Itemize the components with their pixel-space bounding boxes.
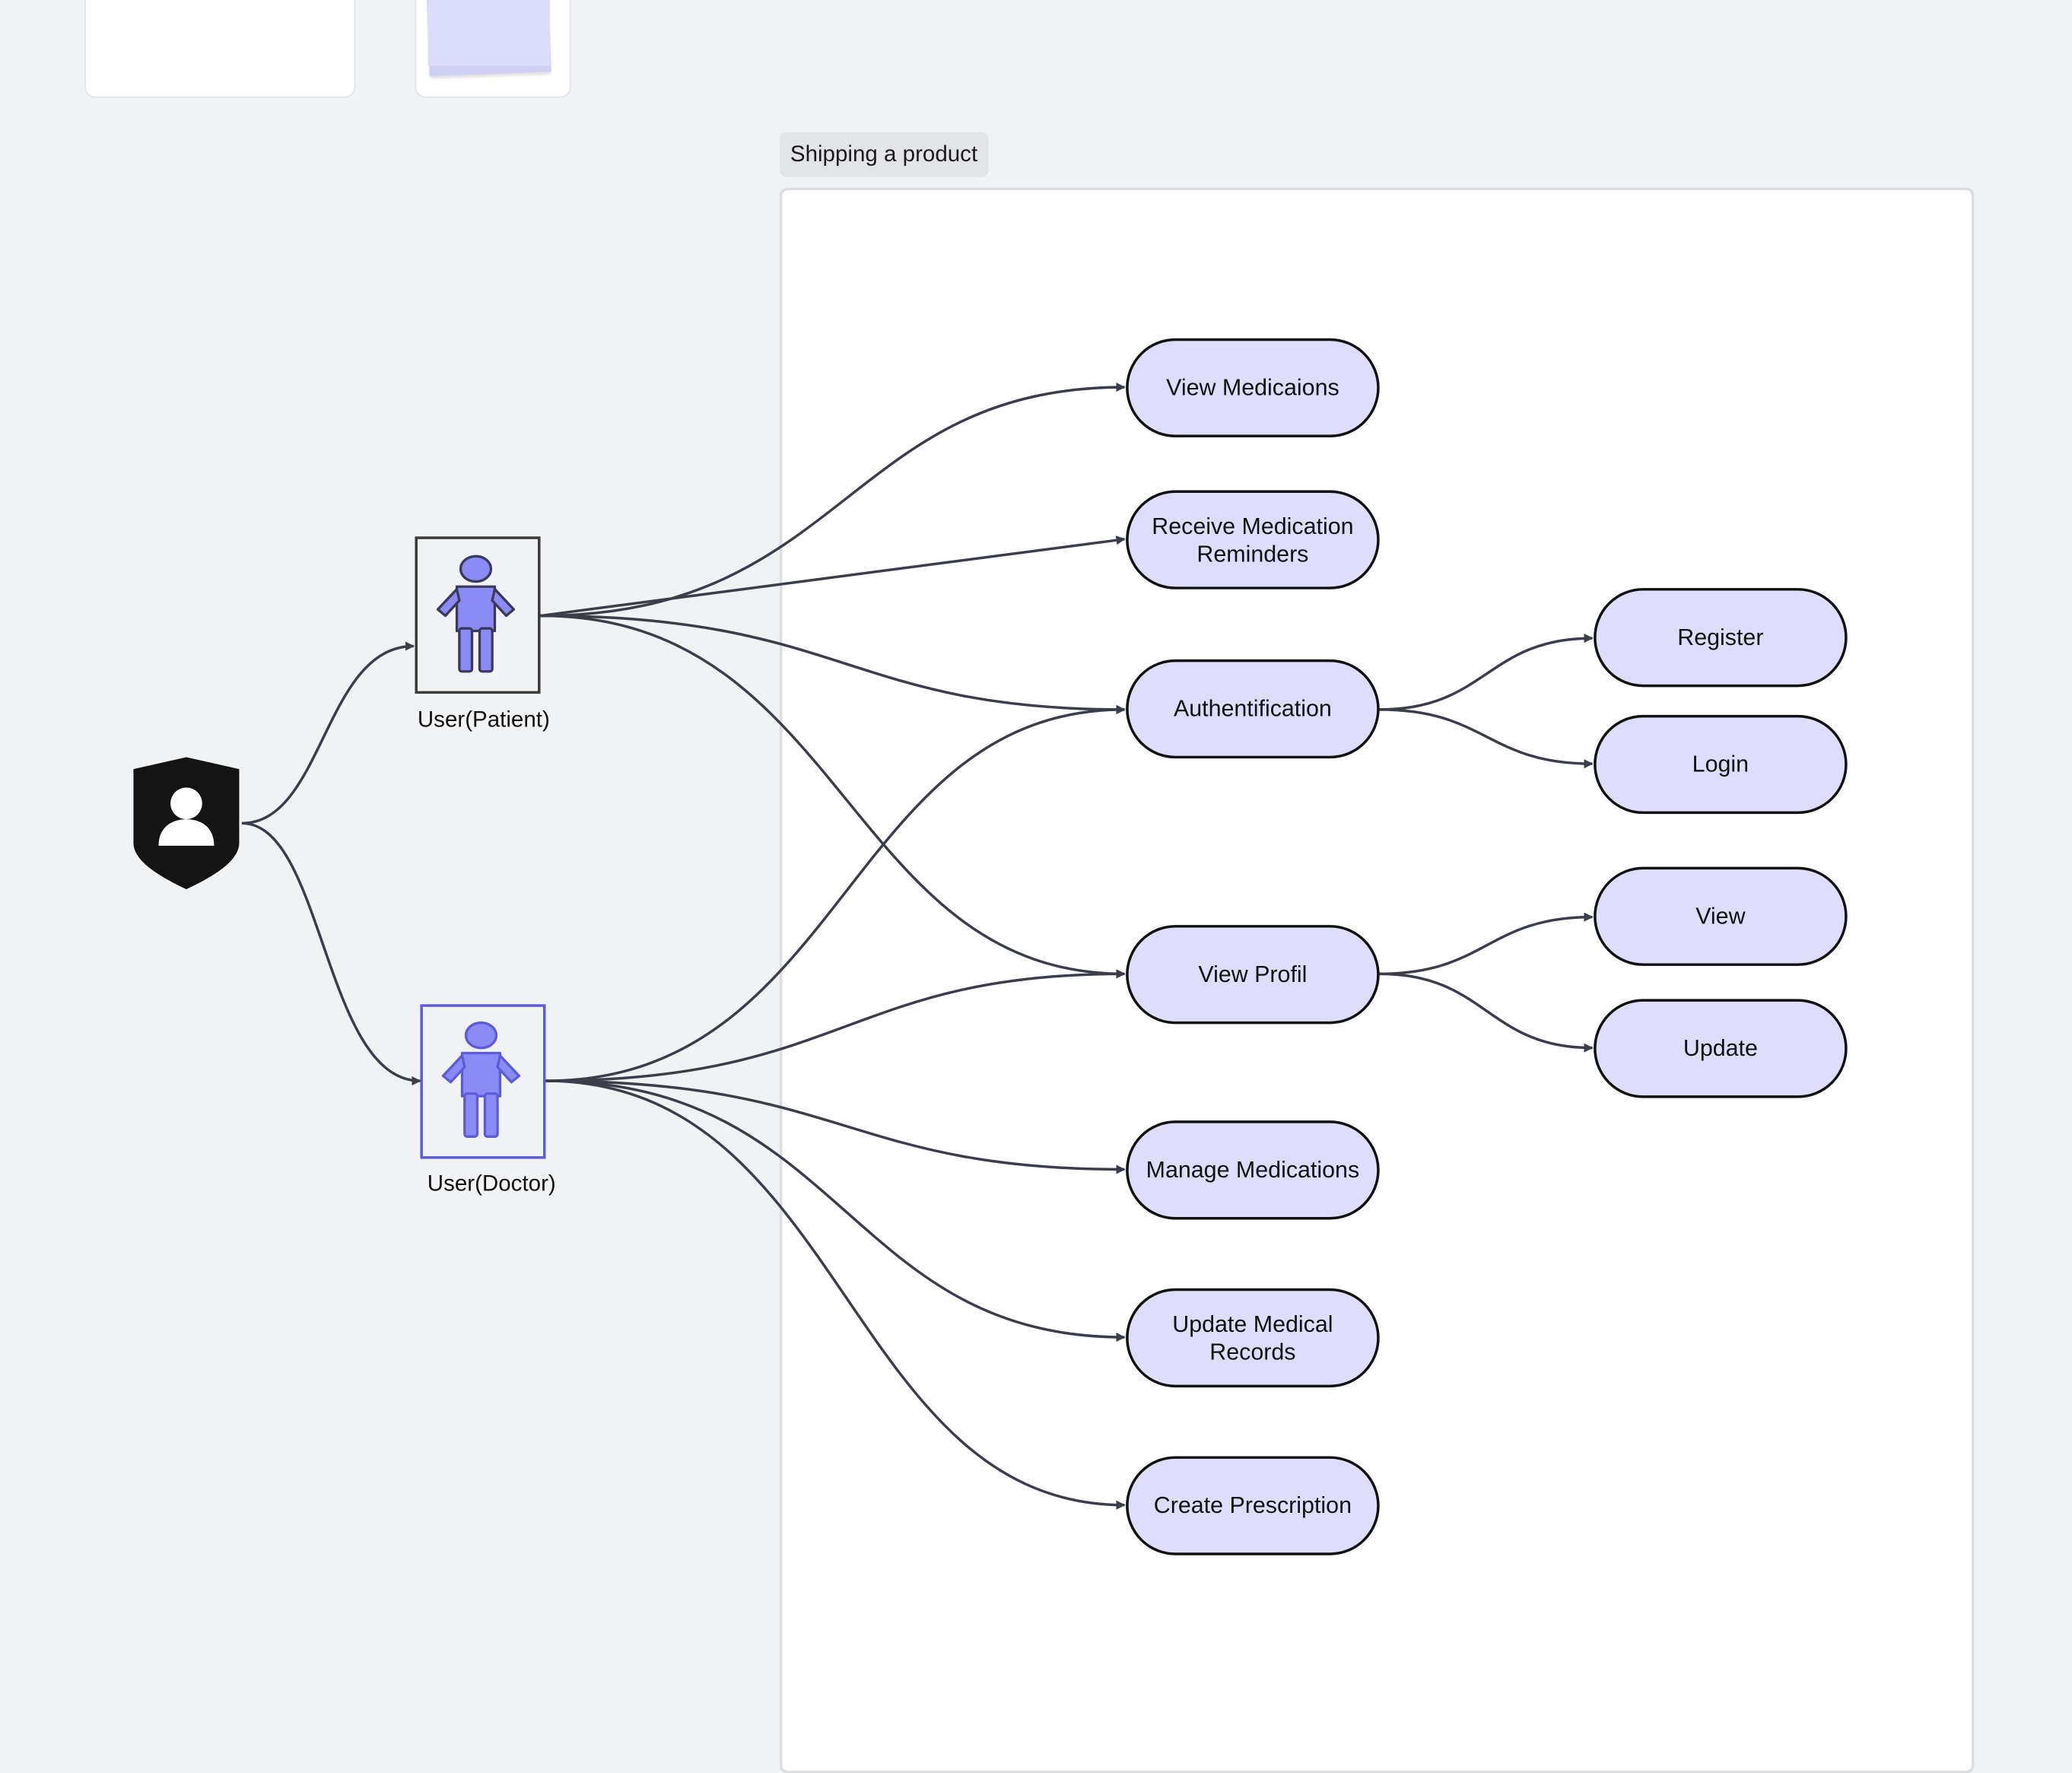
usecase-authentification[interactable]: Authentification bbox=[1126, 659, 1380, 759]
usecase-view-profil[interactable]: View Profil bbox=[1126, 925, 1380, 1025]
usecase-update-records[interactable]: Update Medical Records bbox=[1126, 1288, 1380, 1388]
sticky-note-icon bbox=[425, 0, 552, 77]
connector-doctor-view-profil bbox=[545, 969, 1126, 1082]
admin-shield-icon[interactable] bbox=[132, 756, 240, 891]
connector-patient-view-medications bbox=[540, 382, 1126, 618]
actor-patient[interactable] bbox=[415, 536, 541, 694]
blank-card-thumbnail[interactable] bbox=[84, 0, 356, 98]
usecase-receive-reminders[interactable]: Receive Medication Reminders bbox=[1126, 490, 1380, 589]
connector-patient-authentification bbox=[540, 614, 1126, 714]
usecase-update[interactable]: Update bbox=[1594, 999, 1848, 1098]
connector-admin-patient bbox=[241, 641, 415, 825]
actor-doctor[interactable] bbox=[420, 1004, 546, 1159]
connector-admin-doctor bbox=[241, 821, 421, 1086]
connector-doctor-create-prescription bbox=[545, 1079, 1126, 1510]
usecase-view[interactable]: View bbox=[1594, 866, 1848, 966]
connector-patient-reminders bbox=[540, 535, 1126, 618]
usecase-view-medications[interactable]: View Medicaions bbox=[1126, 338, 1380, 438]
actor-patient-label: User(Patient) bbox=[417, 707, 550, 732]
frame-title[interactable]: Shipping a product bbox=[779, 132, 989, 177]
connector-profil-view bbox=[1379, 912, 1594, 976]
connector-auth-login bbox=[1379, 708, 1594, 769]
connector-profil-update bbox=[1379, 972, 1594, 1053]
connector-doctor-update-records bbox=[545, 1079, 1126, 1342]
usecase-create-prescription[interactable]: Create Prescription bbox=[1126, 1456, 1380, 1555]
actor-doctor-label: User(Doctor) bbox=[427, 1171, 556, 1196]
usecase-login[interactable]: Login bbox=[1594, 714, 1848, 815]
person-icon bbox=[436, 554, 516, 673]
connector-doctor-authentification bbox=[545, 704, 1126, 1082]
person-icon bbox=[441, 1021, 521, 1138]
connector-patient-view-profil bbox=[540, 614, 1126, 979]
connector-doctor-manage-medications bbox=[545, 1079, 1126, 1174]
usecase-register[interactable]: Register bbox=[1594, 588, 1848, 688]
connector-auth-register bbox=[1379, 634, 1594, 711]
usecase-manage-medications[interactable]: Manage Medications bbox=[1126, 1120, 1380, 1220]
